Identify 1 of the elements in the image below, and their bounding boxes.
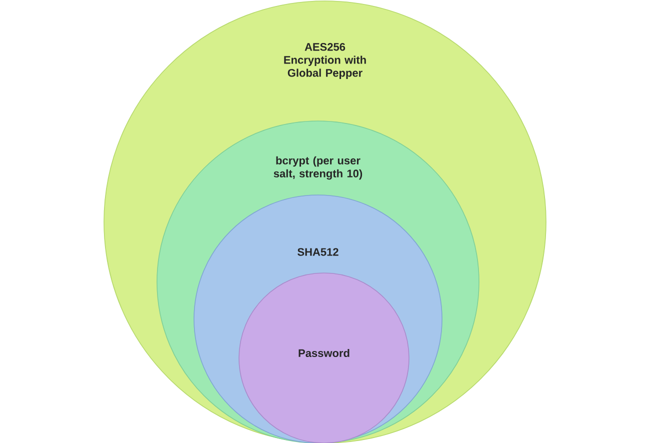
circle-layer: Password	[238, 272, 410, 443]
